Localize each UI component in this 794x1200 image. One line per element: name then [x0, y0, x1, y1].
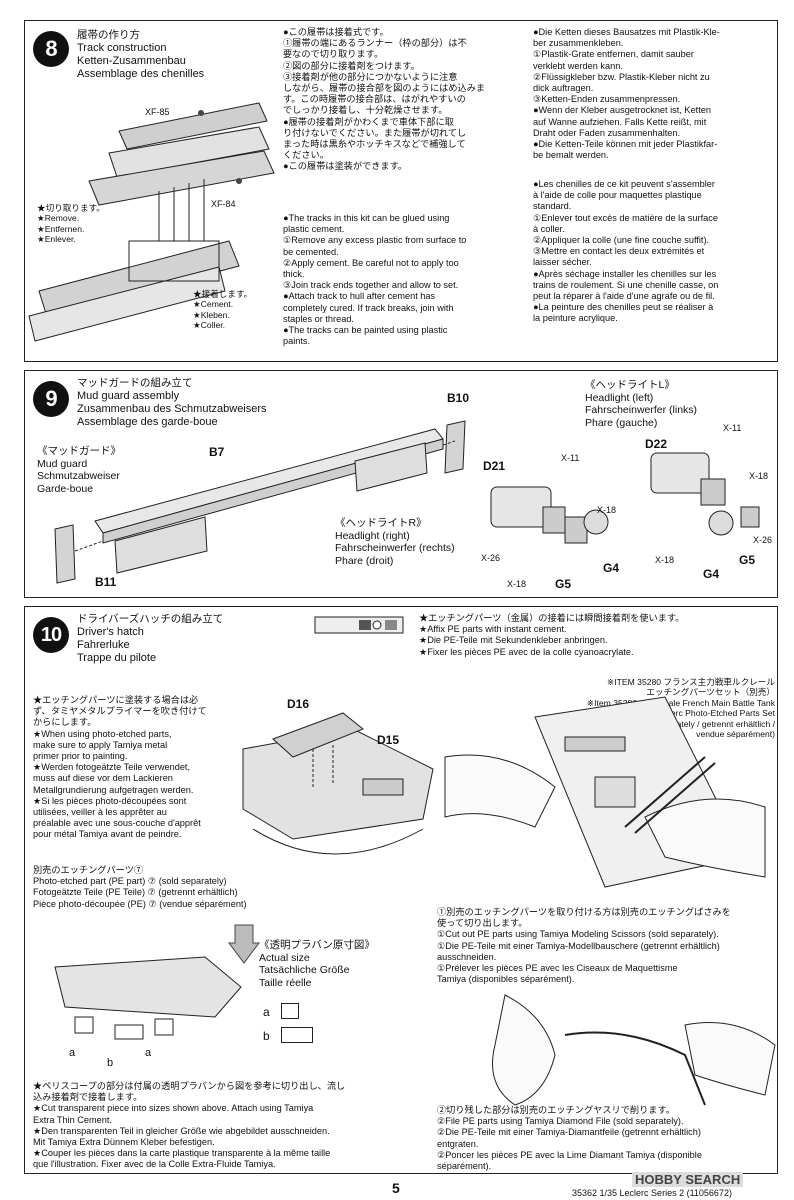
file-illustration: [492, 994, 776, 1106]
remove-note: ★切り取ります。 ★Remove. ★Entfernen. ★Enlever.: [37, 203, 105, 245]
part-g4-l-label: G4: [703, 567, 720, 581]
step-8-de-text: ●Die Ketten dieses Bausatzes mit Plastik…: [533, 27, 720, 161]
pe-part-note: 別売のエッチングパーツ⑦ Photo-etched part (PE part)…: [33, 865, 247, 909]
actual-size-b-label: b: [263, 1029, 270, 1043]
step-8-fr-text: ●Les chenilles de ce kit peuvent s'assem…: [533, 179, 719, 324]
step-8-en-text: ●The tracks in this kit can be glued usi…: [283, 213, 467, 347]
step-8-section: 8 履帯の作り方 Track construction Ketten-Zusam…: [24, 20, 778, 362]
part-x18-l2-label: X-18: [655, 555, 675, 565]
product-code: 35362 1/35 Leclerc Series 2 (11056672): [572, 1188, 732, 1198]
page-number: 5: [392, 1180, 400, 1196]
part-d21-label: D21: [483, 459, 506, 473]
actual-size-b-box: [281, 1027, 313, 1043]
size-b-label-1: b: [107, 1057, 114, 1069]
track-illustration: [28, 102, 275, 342]
actual-size-a-label: a: [263, 1005, 270, 1019]
headlight-right-illustration: [490, 486, 609, 544]
part-d15-label: D15: [377, 733, 400, 747]
headlight-right-caption: 《ヘッドライトR》 Headlight (right) Fahrscheinwe…: [335, 517, 455, 567]
step-8-number: 8: [33, 31, 69, 67]
part-x18-r2-label: X-18: [507, 579, 527, 589]
part-x11-r-label: X-11: [561, 453, 580, 463]
step-9-title: マッドガードの組み立て Mud guard assembly Zusammenb…: [77, 377, 267, 428]
drivers-hatch-illustration: [242, 712, 434, 855]
file-note: ②切り残した部分は別売のエッチングヤスリで削ります。②File PE parts…: [437, 1105, 702, 1172]
part-x18-r-label: X-18: [597, 505, 617, 515]
part-x26-l-label: X-26: [753, 535, 773, 545]
mudguard-caption: 《マッドガード》 Mud guard Schmutzabweiser Garde…: [37, 445, 121, 495]
watermark-logo: HOBBY SEARCH: [632, 1172, 744, 1187]
part-g5-l-label: G5: [739, 553, 756, 567]
periscope-note: ★ペリスコープの部分は付属の透明プラバンから図を参考に切り出し、流し込み接着剤で…: [33, 1081, 346, 1170]
cement-note: ★接着します。 ★Cement. ★Kleben. ★Coller.: [193, 289, 253, 331]
scissors-note: ①別売のエッチングパーツを取り付ける方は別売のエッチングばさみを使って切り出しま…: [437, 907, 731, 985]
headlight-left-caption: 《ヘッドライトL》 Headlight (left) Fahrscheinwer…: [585, 379, 698, 429]
part-x26-r-label: X-26: [481, 553, 501, 563]
arrow-down-icon: [228, 924, 260, 964]
part-d22-label: D22: [645, 437, 668, 451]
step-9-number: 9: [33, 381, 69, 417]
part-x18-l-label: X-18: [749, 471, 769, 481]
size-a-label-2: a: [145, 1047, 152, 1059]
periscope-illustration: [54, 956, 242, 1040]
size-a-label-1: a: [69, 1047, 76, 1059]
step-8-title: 履帯の作り方 Track construction Ketten-Zusamme…: [77, 29, 205, 80]
actual-size-caption: 《透明プラバン原寸図》 Actual size Tatsächliche Grö…: [259, 939, 375, 989]
mudguard-illustration: [54, 420, 466, 584]
step-10-section: 10 ドライバーズハッチの組み立て Driver's hatch Fahrerl…: [24, 606, 778, 1174]
part-x11-l-label: X-11: [723, 423, 742, 433]
pe-cement-notice: ★エッチングパーツ（金属）の接着には瞬間接着剤を使います。 ★Affix PE …: [419, 613, 685, 657]
headlight-left-illustration: [650, 452, 760, 536]
pe-sheet-icon: [314, 616, 404, 634]
pe-paint-note: ★エッチングパーツに塗装する場合は必ず、タミヤメタルプライマーを吹き付けてからに…: [33, 695, 207, 840]
part-b7-label: B7: [209, 445, 225, 459]
part-b10-label: B10: [447, 391, 470, 405]
pe-cutting-illustration: [444, 696, 766, 888]
step-9-section: 9 マッドガードの組み立て Mud guard assembly Zusamme…: [24, 370, 778, 598]
part-g4-r-label: G4: [603, 561, 620, 575]
step-8-jp-text: ●この履帯は接着式です。①履帯の端にあるランナー（枠の部分）は不要なので切り取り…: [283, 27, 486, 172]
part-xf85-label: XF-85: [145, 107, 170, 117]
item-35280-note: ※ITEM 35280 フランス主力戦車ルクレール エッチングパーツセット（別売…: [586, 677, 775, 740]
step-10-title: ドライバーズハッチの組み立て Driver's hatch Fahrerluke…: [77, 613, 224, 664]
part-d16-label: D16: [287, 697, 310, 711]
step-10-number: 10: [33, 617, 69, 653]
part-xf84-label: XF-84: [211, 199, 236, 209]
part-g5-r-label: G5: [555, 577, 572, 591]
actual-size-a-box: [281, 1003, 299, 1019]
part-b11-label: B11: [95, 575, 117, 589]
